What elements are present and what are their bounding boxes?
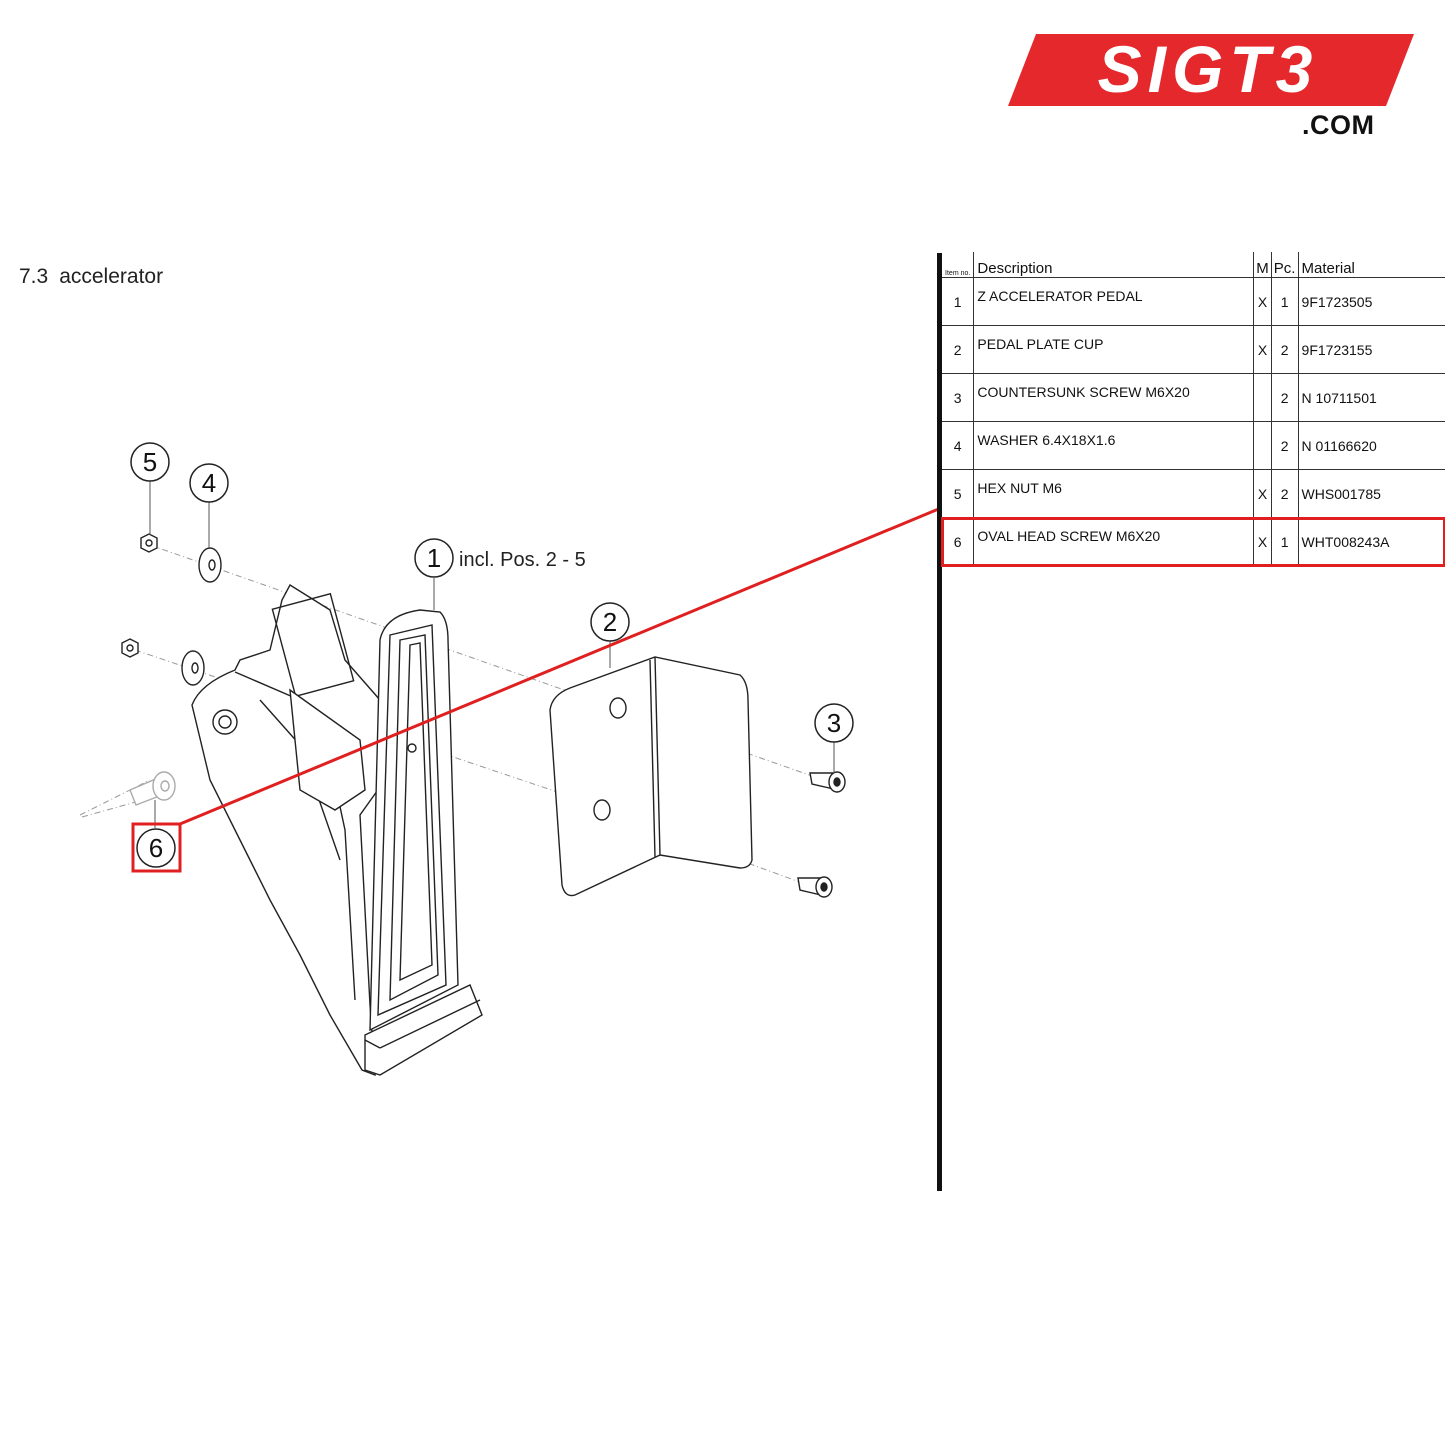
- row-description: OVAL HEAD SCREW M6X20: [973, 517, 1255, 566]
- countersunk-screw: [797, 771, 846, 898]
- row-pc: 2: [1271, 373, 1299, 422]
- table-header-row: Item no. Description M Pc. Material: [942, 252, 1445, 278]
- row-description: HEX NUT M6: [973, 469, 1255, 518]
- table-row[interactable]: 1 Z ACCELERATOR PEDAL X 1 9F1723505: [942, 277, 1445, 326]
- row-pc: 1: [1271, 277, 1299, 326]
- row-m: [1253, 421, 1272, 470]
- callout-5: [130, 442, 170, 482]
- row-m: [1253, 373, 1272, 422]
- row-pc: 2: [1271, 421, 1299, 470]
- parts-table: Item no. Description M Pc. Material 1 Z …: [941, 252, 1445, 567]
- row-item-no: 4: [942, 421, 975, 470]
- logo-text: SIGT3: [1098, 34, 1319, 106]
- row-item-no: 6: [942, 517, 975, 566]
- row-material: 9F1723505: [1298, 277, 1445, 326]
- highlight-connector: [179, 506, 940, 826]
- header-m: M: [1253, 252, 1272, 278]
- row-description: WASHER 6.4X18X1.6: [973, 421, 1255, 470]
- row-pc: 2: [1271, 469, 1299, 518]
- table-row[interactable]: 2 PEDAL PLATE CUP X 2 9F1723155: [942, 325, 1445, 374]
- callout-1: [414, 538, 454, 578]
- row-pc: 1: [1271, 517, 1299, 566]
- oval-head-screw: [129, 771, 176, 806]
- row-pc: 2: [1271, 325, 1299, 374]
- section-name: accelerator: [59, 265, 164, 288]
- table-row[interactable]: 3 COUNTERSUNK SCREW M6X20 2 N 10711501: [942, 373, 1445, 422]
- header-item-no: Item no.: [942, 252, 975, 278]
- logo-domain: .COM: [1302, 110, 1375, 140]
- section-title: 7.3 accelerator: [19, 265, 163, 289]
- callout-1-note: incl. Pos. 2 - 5: [459, 549, 586, 571]
- callout-3-label: 3: [827, 708, 841, 738]
- row-item-no: 3: [942, 373, 975, 422]
- table-row-highlighted[interactable]: 6 OVAL HEAD SCREW M6X20 X 1 WHT008243A: [941, 516, 1445, 567]
- row-m: X: [1253, 277, 1272, 326]
- row-description: Z ACCELERATOR PEDAL: [973, 277, 1255, 326]
- callout-6-label: 6: [149, 833, 163, 863]
- callout-1-label: 1: [427, 543, 441, 573]
- row-material: N 10711501: [1298, 373, 1445, 422]
- row-material: WHT008243A: [1298, 517, 1445, 566]
- logo: SIGT3: [1008, 34, 1414, 106]
- callout-6-highlight: [131, 822, 182, 873]
- callout-2: [590, 602, 630, 642]
- row-item-no: 1: [942, 277, 975, 326]
- table-row[interactable]: 4 WASHER 6.4X18X1.6 2 N 01166620: [942, 421, 1445, 470]
- row-m: X: [1253, 469, 1272, 518]
- callout-2-label: 2: [603, 607, 617, 637]
- callout-4: [189, 463, 229, 503]
- callout-3: [814, 703, 854, 743]
- table-separator: [937, 253, 942, 1191]
- exploded-diagram: 5 4 1 2 3 6 incl. Pos. 2 - 5: [79, 442, 940, 1077]
- row-description: COUNTERSUNK SCREW M6X20: [973, 373, 1255, 422]
- row-m: X: [1253, 517, 1272, 566]
- table-row[interactable]: 5 HEX NUT M6 X 2 WHS001785: [942, 469, 1445, 518]
- row-item-no: 2: [942, 325, 975, 374]
- row-material: 9F1723155: [1298, 325, 1445, 374]
- row-m: X: [1253, 325, 1272, 374]
- callout-6: [136, 828, 176, 868]
- row-description: PEDAL PLATE CUP: [973, 325, 1255, 374]
- header-pc: Pc.: [1271, 252, 1299, 278]
- callout-4-label: 4: [202, 468, 216, 498]
- hex-nut: [121, 533, 158, 658]
- header-material: Material: [1298, 252, 1445, 278]
- row-material: WHS001785: [1298, 469, 1445, 518]
- pedal-plate-cup: [549, 656, 753, 897]
- callout-5-label: 5: [143, 447, 157, 477]
- accelerator-pedal: [191, 584, 483, 1077]
- washer: [181, 547, 222, 686]
- row-item-no: 5: [942, 469, 975, 518]
- section-number: 7.3: [19, 265, 49, 288]
- row-material: N 01166620: [1298, 421, 1445, 470]
- header-description: Description: [973, 252, 1255, 278]
